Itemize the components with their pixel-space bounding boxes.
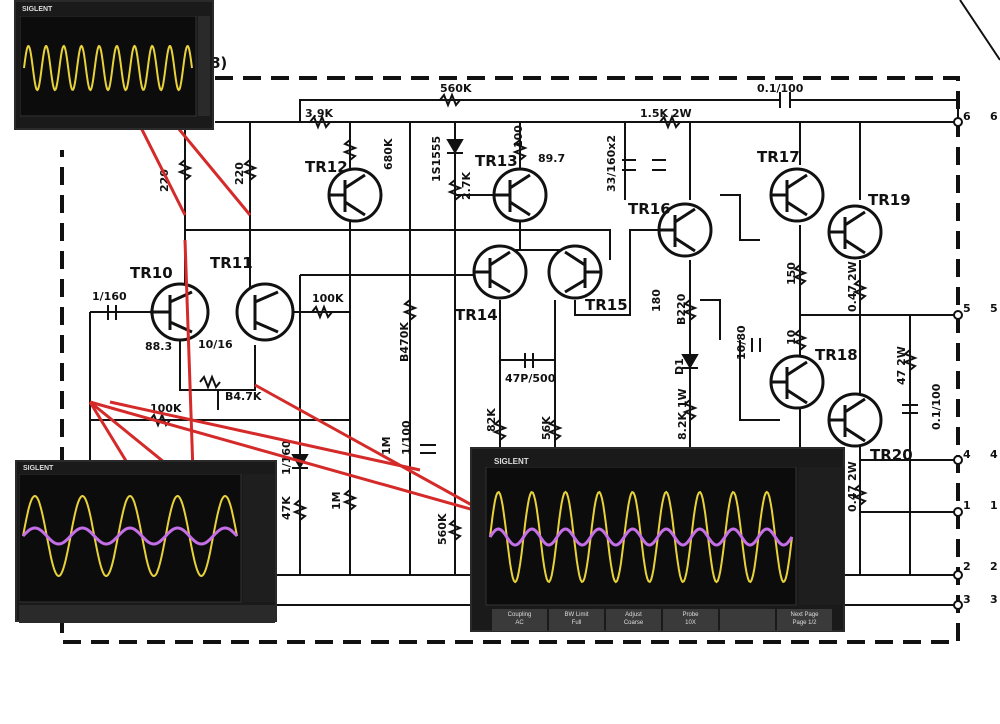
transistor-symbols — [150, 167, 883, 448]
tag-89-7: 89.7 — [538, 152, 565, 165]
label-r-100-tr13: 100 — [512, 125, 525, 148]
label-c-1-160: 1/160 — [92, 290, 127, 303]
label-r-82k-1w: 8.2K 1W — [676, 388, 689, 440]
label-r-560k: 560K — [440, 82, 472, 95]
corner-line — [959, 0, 1000, 61]
terminal-outer-5: 5 — [990, 302, 998, 315]
scope-screen-bottom-left — [19, 474, 275, 623]
transistor-internals — [150, 173, 866, 443]
terminal-2: 2 — [963, 560, 971, 573]
resistors — [149, 92, 918, 541]
terminal-3: 3 — [963, 593, 971, 606]
label-c-10-16: 10/16 — [198, 338, 233, 351]
label-r-b470k: B470K — [398, 322, 411, 362]
scope-brand: SIGLENT — [23, 465, 54, 472]
label-r-27k: 2.7K — [460, 172, 473, 200]
label-tr18: TR18 — [815, 346, 858, 364]
terminal-5: 5 — [963, 302, 971, 315]
oscilloscope-bottom-left: SIGLENT — [15, 460, 277, 623]
label-r-680k: 680K — [382, 138, 395, 170]
scope-brand: SIGLENT — [494, 457, 529, 466]
label-r-47-2w: 47 2W — [895, 346, 908, 385]
label-r-b220: B220 — [675, 293, 688, 325]
label-r-82k: 82K — [485, 408, 498, 432]
label-r-1m-a: 1M — [330, 491, 343, 510]
label-tr11: TR11 — [210, 254, 253, 272]
label-tr20: TR20 — [870, 446, 913, 464]
label-c-01-100-top: 0.1/100 — [757, 82, 804, 95]
scope-screen-bottom-right — [485, 467, 844, 606]
label-r-100k-a: 100K — [312, 292, 344, 305]
label-r-150: 150 — [785, 262, 798, 285]
label-d1: D1 — [673, 358, 686, 375]
label-r-1m-b: 1M — [380, 436, 393, 455]
label-r-47k: 47K — [280, 496, 293, 520]
label-r-10: 10 — [785, 329, 798, 345]
label-r-220-b: 220 — [233, 162, 246, 185]
ch1-trace — [23, 44, 193, 92]
terminal-outer-1: 1 — [990, 499, 998, 512]
label-r-560k-b: 560K — [436, 513, 449, 545]
label-tr12: TR12 — [305, 158, 348, 176]
probe-lines — [88, 81, 546, 542]
terminal-outer-4: 4 — [990, 448, 998, 461]
scope-brand: SIGLENT — [22, 6, 53, 13]
scope-screen-top-left — [20, 16, 210, 117]
label-tr15: TR15 — [585, 296, 628, 314]
terminal-4: 4 — [963, 448, 971, 461]
label-d-1s1555: 1S1555 — [430, 136, 443, 182]
label-c-33-160: 33/160x2 — [605, 135, 618, 192]
label-r-3k9: 3.9K — [305, 107, 333, 120]
label-tr14: TR14 — [455, 306, 498, 324]
label-r-047-2w-a: 0.47 2W — [846, 261, 859, 312]
label-r-56k: 56K — [540, 416, 553, 440]
label-r-220-a: 220 — [158, 169, 171, 192]
terminal-1: 1 — [963, 499, 971, 512]
label-tr19: TR19 — [868, 191, 911, 209]
capacitors — [107, 92, 918, 454]
label-c-1-100: 1/100 — [400, 420, 413, 455]
terminal-outer-3: 3 — [990, 593, 998, 606]
label-tr16: TR16 — [628, 200, 671, 218]
section-marker: 8) — [210, 54, 227, 72]
label-r-180: 180 — [650, 289, 663, 312]
label-tr10: TR10 — [130, 264, 173, 282]
oscilloscope-top-left: SIGLENT — [14, 0, 214, 130]
label-r-15k-2w: 1.5K 2W — [640, 107, 692, 120]
label-c-01-100-right: 0.1/100 — [930, 383, 943, 430]
terminal-circles — [953, 117, 963, 610]
label-r-047-2w-b: 0.47 2W — [846, 461, 859, 512]
terminal-outer-2: 2 — [990, 560, 998, 573]
ch2-trace — [488, 527, 794, 547]
ch2-trace — [21, 526, 239, 546]
terminal-outer-6: 6 — [990, 110, 998, 123]
tag-88-3: 88.3 — [145, 340, 172, 353]
menu-blank[interactable] — [720, 609, 775, 631]
label-tr17: TR17 — [757, 148, 800, 166]
label-c-10-80: 10/80 — [735, 325, 748, 360]
terminal-6: 6 — [963, 110, 971, 123]
label-r-b47k: B4.7K — [225, 390, 262, 403]
ch1-trace — [22, 494, 238, 578]
label-tr13: TR13 — [475, 152, 518, 170]
label-c-47p-500: 47P/500 — [505, 372, 556, 385]
